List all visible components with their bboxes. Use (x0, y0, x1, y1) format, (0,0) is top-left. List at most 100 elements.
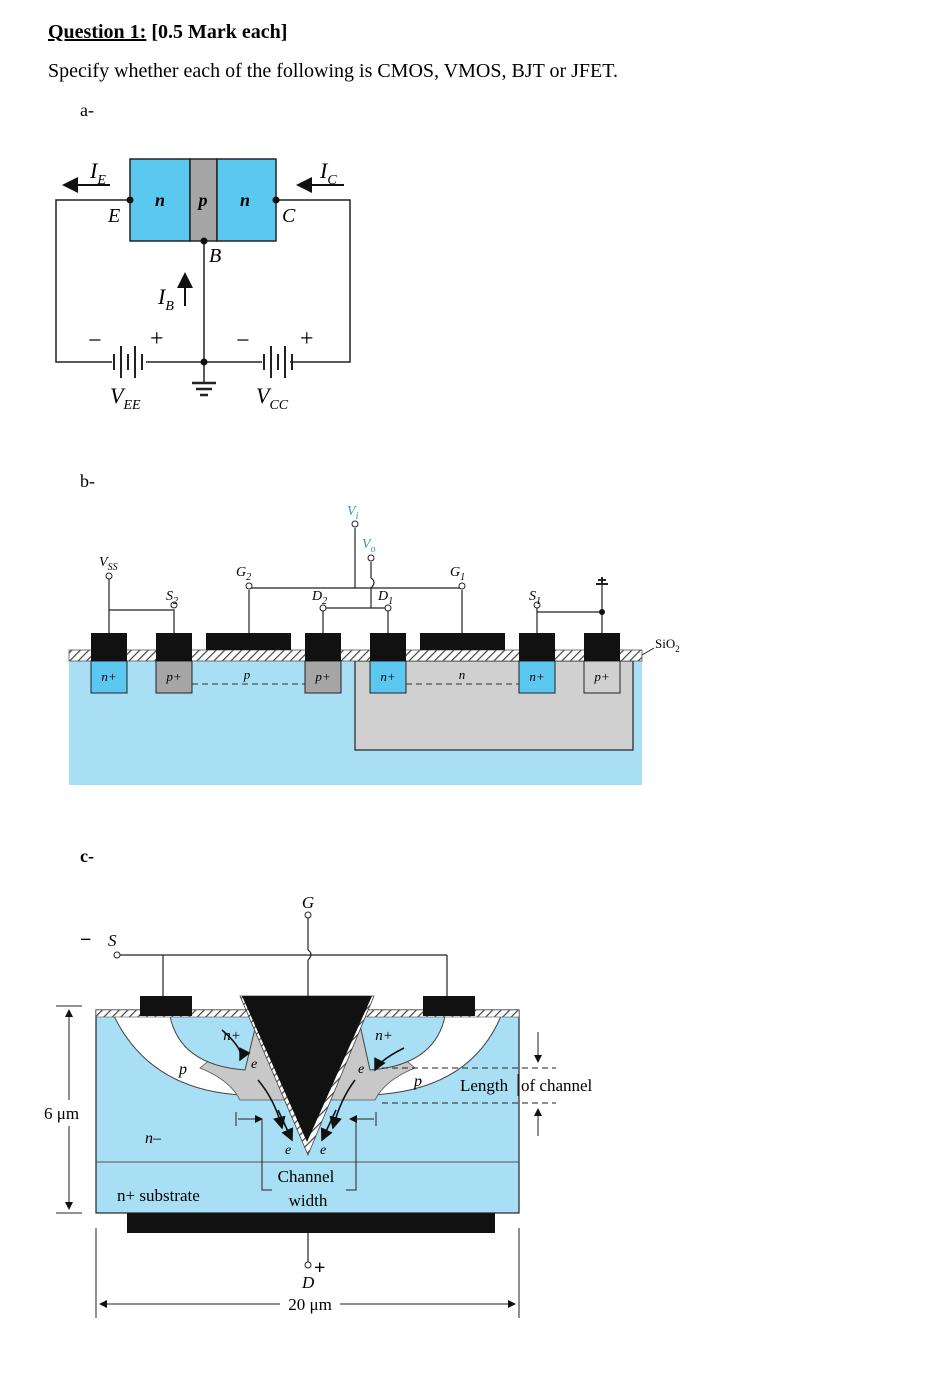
vss-contact (91, 633, 127, 661)
width-label: width (289, 1191, 328, 1210)
ground-icon (192, 381, 216, 397)
p-plus-diffusion-1 (155, 660, 193, 694)
base-node (200, 237, 208, 245)
ground-node (200, 358, 208, 366)
vmos-wiring (117, 918, 448, 1262)
n-region-label: n (459, 667, 466, 682)
source-contact-right (423, 996, 475, 1016)
g1-label: G1 (450, 565, 465, 583)
d-label: D (301, 1273, 315, 1292)
collector-wire (276, 199, 351, 363)
body-contact (584, 633, 620, 661)
g1-terminal-icon (458, 582, 466, 590)
v-gate (242, 996, 372, 1142)
d2-label: D2 (311, 589, 327, 607)
part-b-label: b- (80, 471, 95, 491)
p-plus-diffusion-3 (583, 660, 621, 694)
d1-terminal-icon (384, 604, 392, 612)
s1-terminal-icon (533, 601, 541, 609)
vee-battery-icon (113, 346, 143, 378)
vcc-label: VCC (256, 383, 289, 413)
s-terminal-icon (113, 951, 121, 959)
vcc-battery-icon (263, 346, 293, 378)
ic-label: IC (319, 158, 337, 188)
s1-contact (519, 633, 555, 661)
body-node (599, 609, 605, 615)
n1-label: n (155, 190, 165, 210)
six-um-dimension (56, 1005, 82, 1214)
p-plus-label-1: p+ (165, 669, 181, 684)
plus-label: + (314, 1257, 325, 1279)
electron-label-4: e (320, 1143, 326, 1158)
s2-terminal-icon (170, 601, 178, 609)
sio2-leader (641, 647, 655, 656)
substrate-label: n+ substrate (117, 1186, 200, 1205)
e-terminal-label: E (107, 205, 120, 227)
d1-label: D1 (377, 589, 393, 607)
electron-label-2: e (358, 1062, 364, 1077)
length-label: Length (460, 1076, 509, 1095)
vss-label: VSS (99, 555, 118, 573)
sio2-layer (68, 649, 643, 662)
figure-c-vmos-cross-section: G S − n+ n+ e e e e p p Length of channe… (44, 893, 593, 1318)
twenty-um-label: 20 μm (288, 1295, 332, 1314)
vi-terminal-icon (351, 520, 359, 528)
g2-gate (206, 633, 291, 650)
figure-a-bjt-circuit: n p n (55, 158, 351, 413)
collector-node (272, 196, 280, 204)
p-right-label: p (413, 1073, 422, 1090)
vcc-minus-label: − (236, 328, 250, 354)
b-terminal-label: B (209, 245, 221, 267)
n-plus-label-2: n+ (380, 669, 395, 684)
part-c-label: c- (80, 846, 94, 866)
n-plus-left-region (169, 1015, 259, 1071)
s2-contact (156, 633, 192, 661)
emitter-wire (55, 199, 130, 363)
g-terminal-icon (304, 911, 312, 919)
base-p-region (189, 158, 218, 242)
six-um-label: 6 μm (44, 1104, 79, 1123)
d2-terminal-icon (319, 604, 327, 612)
n-plus-diffusion-1 (90, 660, 128, 694)
n-minus-label: n– (145, 1130, 162, 1147)
vee-minus-label: − (88, 328, 102, 354)
sio2-label: SiO2 (655, 636, 680, 654)
p-plus-label-3: p+ (593, 669, 609, 684)
part-a-label: a- (80, 100, 94, 120)
p-left-label: p (178, 1061, 187, 1078)
electron-label-3: e (285, 1143, 291, 1158)
d2-contact (305, 633, 341, 661)
vee-plus-label: + (150, 326, 164, 352)
source-contact-left (140, 996, 192, 1016)
s2-label: S2 (166, 589, 178, 607)
g2-terminal-icon (245, 582, 253, 590)
d-terminal-icon (304, 1261, 312, 1269)
of-channel-label: of channel (521, 1076, 593, 1095)
n-plus-label-1: n+ (101, 669, 116, 684)
channel-width-bracket (235, 1112, 377, 1191)
vcc-plus-label: + (300, 326, 314, 352)
n-plus-right-label: n+ (375, 1028, 393, 1044)
n2-label: n (240, 190, 250, 210)
ib-label: IB (157, 284, 174, 314)
p-label: p (197, 190, 208, 210)
c-terminal-label: C (282, 205, 296, 227)
vss-terminal-icon (105, 572, 113, 580)
question-instruction: Specify whether each of the following is… (48, 60, 618, 82)
n-plus-right-region (357, 1015, 446, 1071)
p-plus-diffusion-2 (304, 660, 342, 694)
question-title: Question 1: [0.5 Mark each] (48, 21, 288, 43)
n-plus-label-3: n+ (529, 669, 544, 684)
drain-contact (127, 1213, 495, 1233)
length-of-channel-markers (382, 1032, 556, 1136)
collector-n-region (216, 158, 277, 242)
s-label: S (108, 931, 117, 950)
electron-flow-arrows (221, 1029, 405, 1142)
vi-label: Vi (347, 504, 359, 522)
electron-label-1: e (251, 1057, 257, 1072)
cmos-wiring (108, 528, 608, 633)
twenty-um-dimension (95, 1228, 520, 1318)
vo-terminal-icon (367, 554, 375, 562)
ie-label: IE (89, 158, 106, 188)
